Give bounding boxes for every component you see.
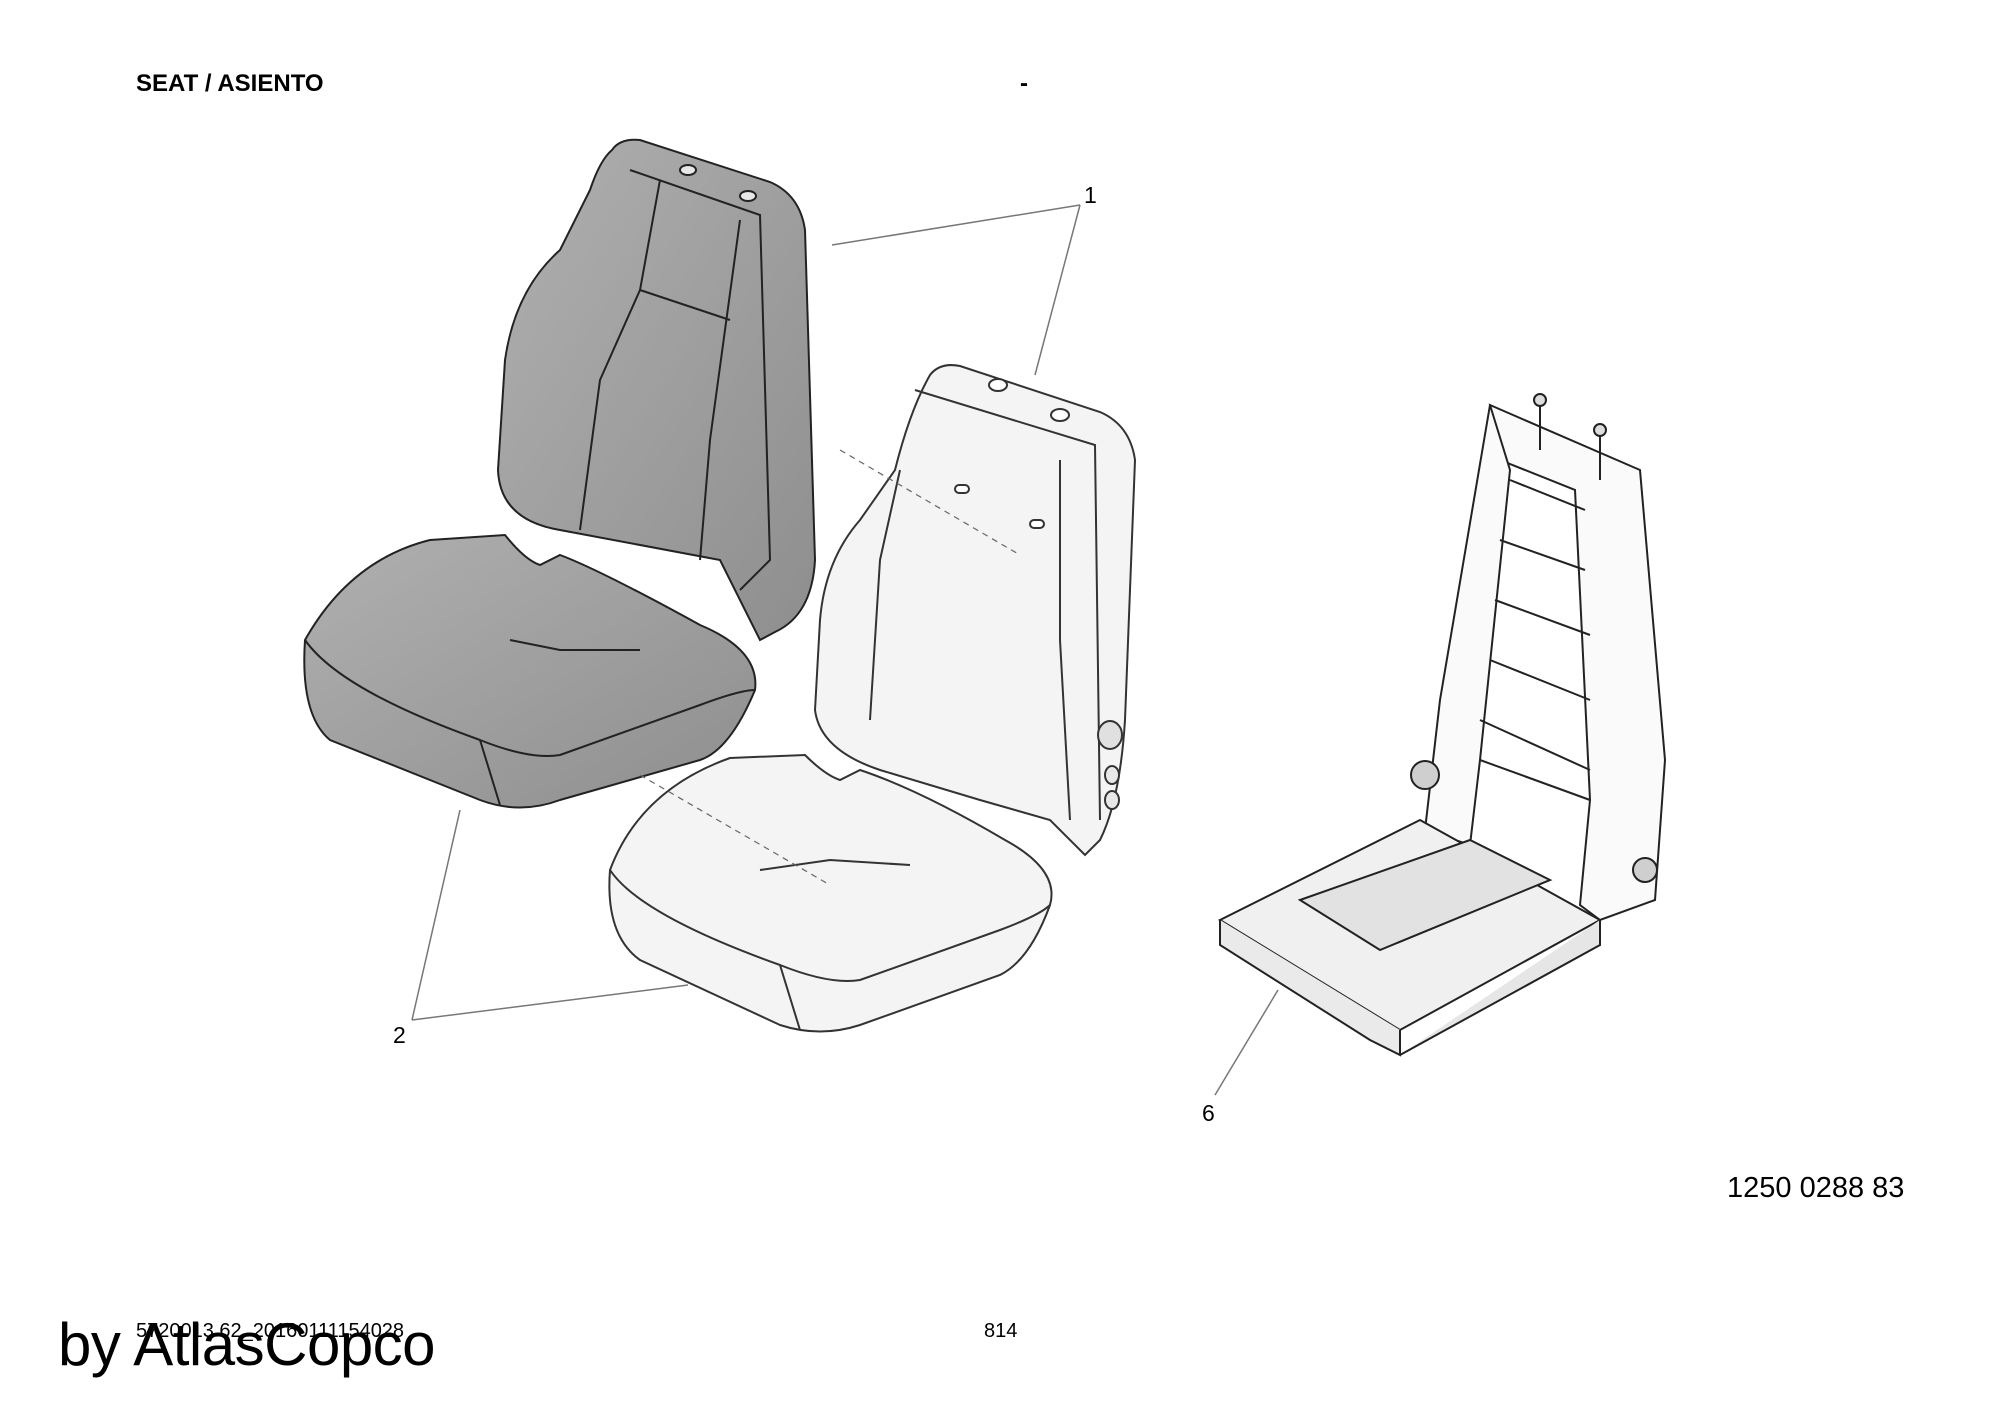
seat-cushion-cover <box>303 533 757 809</box>
title-separator: - <box>1020 70 1028 97</box>
leader-lines <box>411 204 1279 1096</box>
callout-2: 2 <box>393 1022 406 1048</box>
page-number: 814 <box>984 1320 1018 1342</box>
seat-cushion-foam <box>608 753 1053 1033</box>
callout-1: 1 <box>1084 182 1097 208</box>
document-reference: 5720013 62_20160111154028 <box>136 1320 405 1342</box>
callout-6: 6 <box>1202 1100 1215 1126</box>
seat-frame <box>1217 393 1667 1057</box>
part-number: 1250 0288 83 <box>1727 1172 1905 1204</box>
backrest-cover <box>496 138 817 642</box>
page-title: SEAT / ASIENTO <box>136 70 324 97</box>
alignment-lines <box>639 449 1021 886</box>
brand-watermark: by AtlasCopco <box>58 1311 436 1378</box>
backrest-foam <box>813 364 1137 857</box>
